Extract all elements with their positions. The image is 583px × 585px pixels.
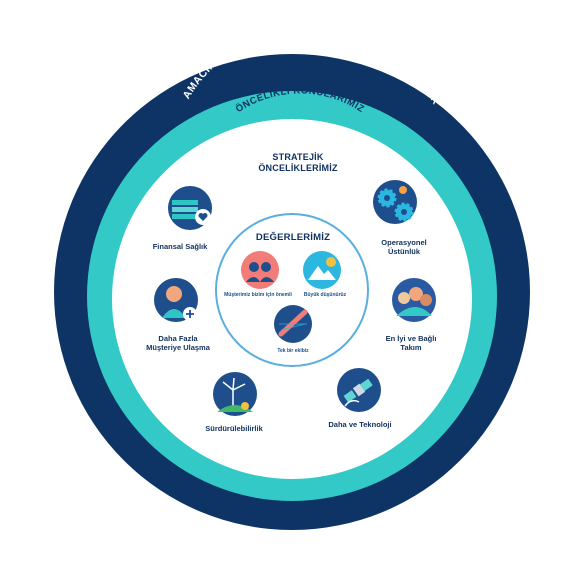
- priority-label-best-team: En İyi ve Bağlı Takım: [386, 334, 437, 352]
- values-title: DEĞERLERİMİZ: [255, 232, 331, 243]
- priority-label-line1: Sürdürülebilirlik: [205, 424, 263, 433]
- rowing-team-icon: [274, 305, 312, 343]
- priority-label-line2: Müşteriye Ulaşma: [146, 343, 210, 352]
- satellite-icon: [337, 368, 381, 412]
- strategic-title-line2: ÖNCELİKLERİMİZ: [258, 163, 338, 173]
- mountain-icon: [303, 251, 341, 289]
- priority-label-line2: Takım: [400, 343, 422, 352]
- value-label-think-big: Büyük düşünürüz: [304, 292, 347, 298]
- value-label-customers: Müşterimiz bizim için önemli: [224, 292, 292, 298]
- priority-label-financial-health: Finansal Sağlık: [153, 242, 208, 251]
- wallet-heart-icon: [168, 186, 212, 230]
- priority-label-operational-excellence: Operasyonel Üstünlük: [381, 238, 426, 256]
- customer-add-icon: [154, 278, 198, 322]
- priority-label-line1: Operasyonel: [381, 238, 427, 247]
- priority-label-reach-more-customers: Daha Fazla Müşteriye Ulaşma: [146, 334, 210, 352]
- team-icon: [392, 278, 436, 322]
- priority-label-line1: Finansal Sağlık: [152, 242, 208, 251]
- wind-turbine-icon: [213, 372, 257, 416]
- gears-icon: [373, 180, 417, 224]
- customers-icon: [241, 251, 279, 289]
- priority-label-line1: Daha ve Teknoloji: [328, 420, 392, 429]
- strategic-title-line1: STRATEJİK: [272, 152, 324, 162]
- priority-label-line1: En İyi ve Bağlı: [385, 334, 437, 343]
- priority-label-sustainability: Sürdürülebilirlik: [205, 424, 263, 433]
- strategic-title: STRATEJİK ÖNCELİKLERİMİZ: [258, 152, 337, 174]
- value-label-one-team: Tek bir ekibiz: [277, 348, 309, 354]
- priority-label-technology: Daha ve Teknoloji: [328, 420, 391, 429]
- priority-label-line1: Daha Fazla: [158, 334, 198, 343]
- priority-label-line2: Üstünlük: [387, 247, 421, 256]
